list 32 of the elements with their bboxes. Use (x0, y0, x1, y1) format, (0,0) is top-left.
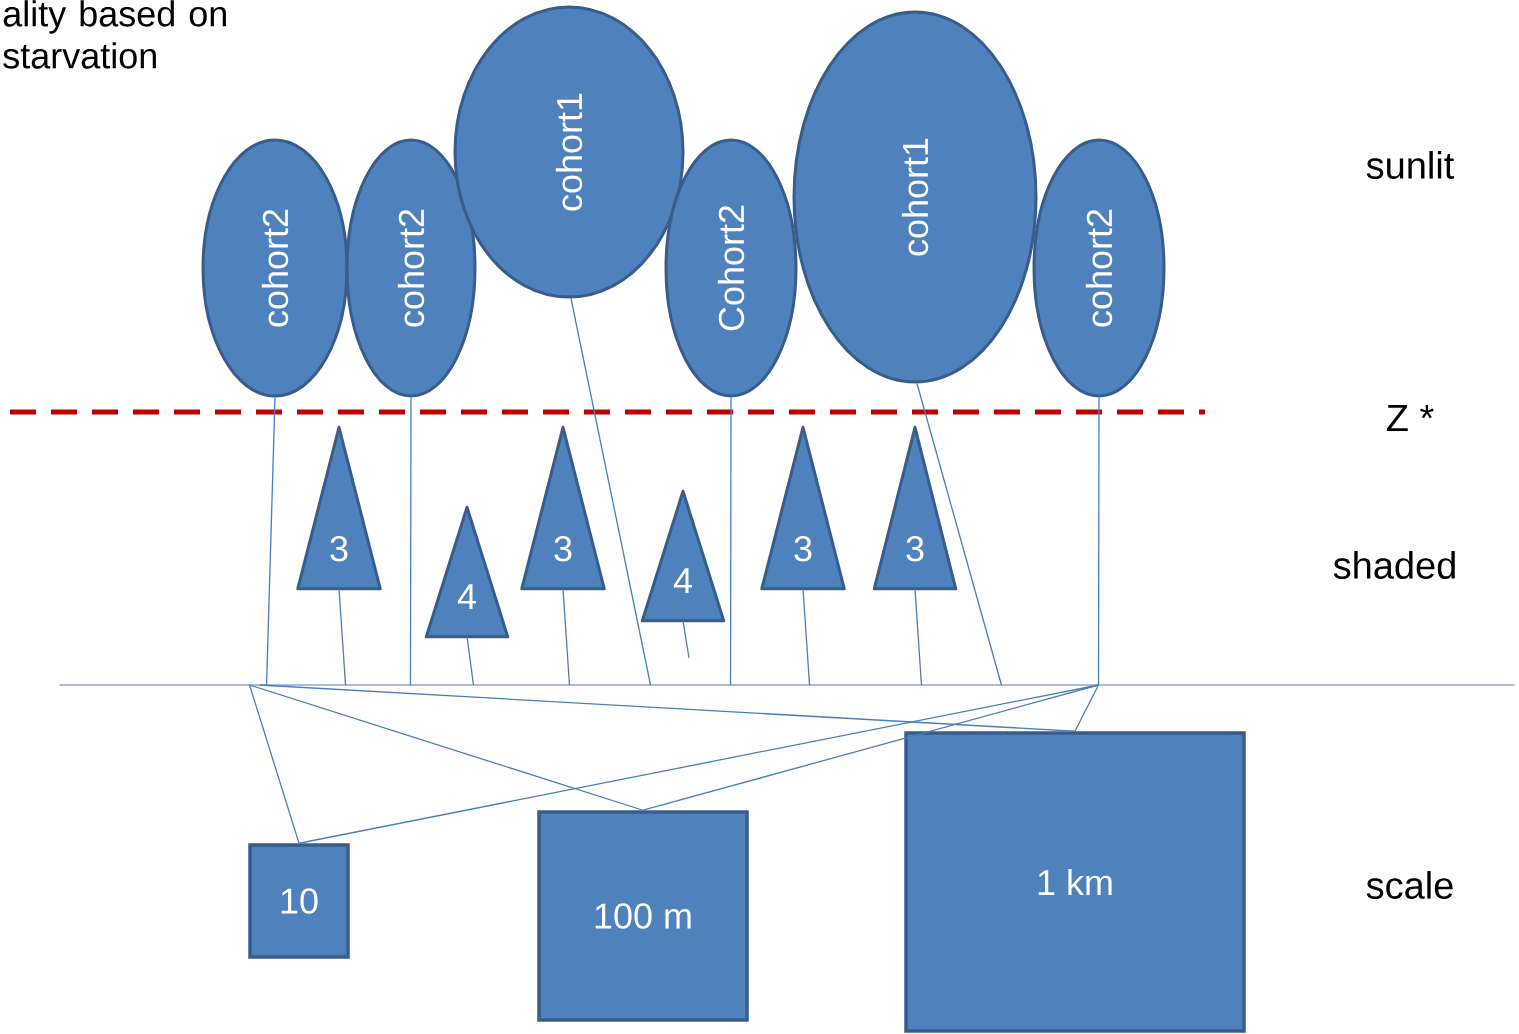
trunk-line (1074, 684, 1100, 732)
trunk-line (466, 636, 475, 686)
trunk-line (916, 382, 1003, 686)
trunk-line (1097, 396, 1100, 686)
trunk-line (802, 588, 811, 686)
layer-label: shaded (1333, 551, 1455, 579)
layer-label: sunlit (1366, 151, 1455, 179)
trunk-line (682, 620, 690, 659)
trunk-line (248, 684, 300, 844)
trunk-line (914, 588, 923, 686)
trunk-line (258, 684, 1076, 732)
scale-box: 100 m (537, 810, 749, 1022)
trunk-line (642, 684, 1100, 811)
trunk-line (265, 396, 276, 686)
trunk-line (562, 588, 571, 686)
tree-triangle: 4 (424, 505, 510, 639)
layer-label: scale (1366, 871, 1453, 899)
trunk-line (409, 396, 412, 686)
scale-box: 1 km (904, 731, 1246, 1033)
tree-triangle: 3 (296, 425, 382, 591)
trunk-line (570, 297, 652, 686)
tree-triangle: 3 (872, 425, 958, 591)
scale-box: 10 (248, 843, 350, 959)
tree-triangle: 3 (520, 425, 606, 591)
tree-triangle: 3 (760, 425, 846, 591)
tree-triangle: 4 (640, 489, 726, 623)
note-text: ality based on starvation (3, 0, 226, 69)
trunk-line (338, 588, 347, 686)
trunk-line (729, 396, 732, 686)
layer-label: Z * (1386, 404, 1434, 432)
trunk-line (248, 684, 644, 811)
ground-line (58, 684, 1516, 686)
